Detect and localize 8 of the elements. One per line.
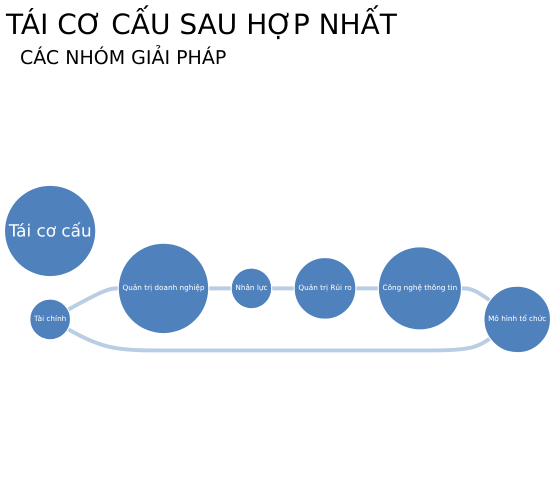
connector — [67, 286, 118, 312]
connector — [356, 286, 378, 290]
connector — [208, 286, 232, 290]
subtitle: CÁC NHÓM GIẢI PHÁP — [20, 47, 226, 69]
node-circle: Tái cơ cấu — [4, 184, 96, 278]
connector — [461, 286, 492, 302]
connector — [272, 286, 294, 290]
connector — [67, 327, 492, 352]
